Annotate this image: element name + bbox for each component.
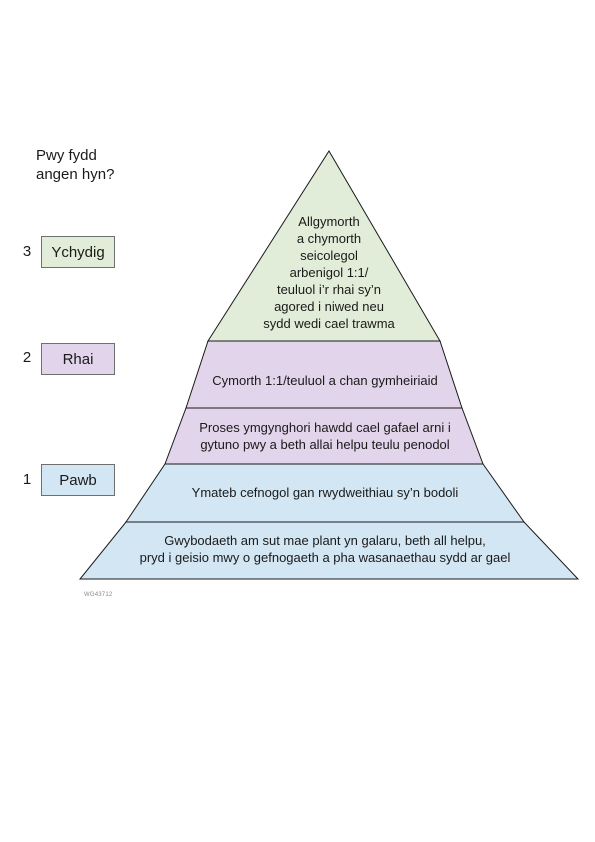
pyramid-level-top-text: Allgymorth a chymorth seicolegol arbenig…: [229, 213, 429, 332]
level-4-line: Ymateb cefnogol gan rwydweithiau sy’n bo…: [191, 485, 459, 500]
level-top-line: sydd wedi cael trawma: [263, 316, 395, 331]
level-5-line: Gwybodaeth am sut mae plant yn galaru, b…: [164, 533, 486, 548]
tier-2-badge: Rhai: [41, 343, 115, 375]
pyramid-level-3-text: Proses ymgynghori hawdd cael gafael arni…: [160, 419, 490, 453]
level-top-line: Allgymorth: [298, 214, 360, 229]
pyramid-level-2-text: Cymorth 1:1/teuluol a chan gymheiriaid: [180, 372, 470, 389]
tier-2-number: 2: [22, 349, 32, 366]
pyramid-level-4-text: Ymateb cefnogol gan rwydweithiau sy’n bo…: [150, 484, 500, 501]
question-line-2: angen hyn?: [36, 166, 115, 183]
level-top-line: teuluol i’r rhai sy’n: [276, 282, 382, 297]
tier-1-number: 1: [22, 471, 32, 488]
tier-3-number: 3: [22, 243, 32, 260]
pyramid-level-5-text: Gwybodaeth am sut mae plant yn galaru, b…: [110, 532, 540, 566]
pyramid-level-5: [78, 521, 580, 580]
level-top-line: a chymorth: [296, 231, 362, 246]
level-2-line: Cymorth 1:1/teuluol a chan gymheiriaid: [212, 373, 438, 388]
level-5-line: pryd i geisio mwy o gefnogaeth a pha was…: [139, 550, 511, 565]
tier-3-badge: Ychydig: [41, 236, 115, 268]
level-top-line: arbenigol 1:1/: [289, 265, 369, 280]
question-heading: Pwy fydd angen hyn?: [36, 146, 156, 184]
level-top-line: agored i niwed neu: [274, 299, 384, 314]
level-3-line: gytuno pwy a beth allai helpu teulu peno…: [200, 437, 450, 452]
tier-1-badge: Pawb: [41, 464, 115, 496]
level-top-line: seicolegol: [300, 248, 358, 263]
document-code: WG43712: [84, 592, 113, 598]
question-line-1: Pwy fydd: [36, 147, 97, 164]
level-3-line: Proses ymgynghori hawdd cael gafael arni…: [199, 420, 451, 435]
